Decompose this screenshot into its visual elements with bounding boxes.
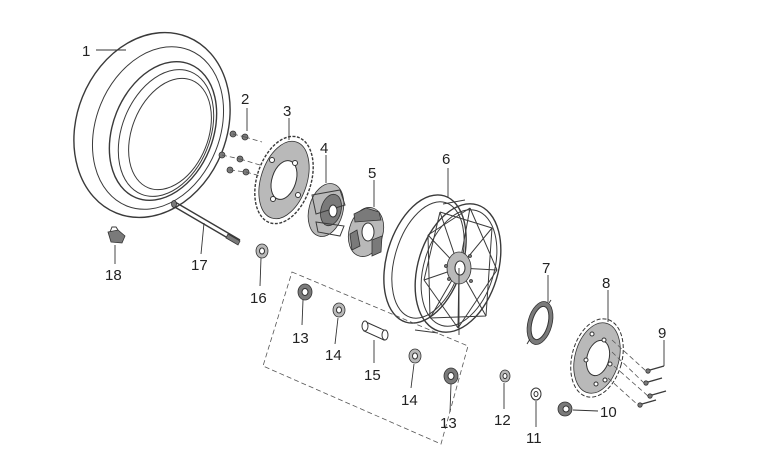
part-axle xyxy=(171,200,241,246)
callout-10: 10 xyxy=(600,404,617,421)
part-bearing-left xyxy=(297,283,313,301)
callout-8: 8 xyxy=(602,275,610,292)
callout-16: 16 xyxy=(250,290,267,307)
part-washer xyxy=(530,387,542,401)
part-seal-left xyxy=(332,302,346,318)
callout-6: 6 xyxy=(442,151,450,168)
part-distance-tube xyxy=(361,320,389,341)
part-cush-drive-damper xyxy=(347,207,385,257)
callout-5: 5 xyxy=(368,165,376,182)
leader-lines xyxy=(96,49,665,427)
callout-7: 7 xyxy=(542,260,550,277)
part-axle-nut xyxy=(557,401,573,417)
part-tire xyxy=(73,31,231,219)
callout-13-right: 13 xyxy=(440,415,457,432)
callout-15: 15 xyxy=(364,367,381,384)
callout-18: 18 xyxy=(105,267,122,284)
callout-3: 3 xyxy=(283,103,291,120)
callout-9: 9 xyxy=(658,325,666,342)
part-collar xyxy=(255,243,269,259)
callout-13-left: 13 xyxy=(292,330,309,347)
part-sprocket-nuts xyxy=(218,130,265,178)
part-disc-bolts xyxy=(607,339,667,408)
part-sprocket xyxy=(254,135,314,225)
callout-labels: 1 2 3 4 5 6 7 8 9 10 11 12 13 13 14 14 1… xyxy=(82,43,666,447)
callout-12: 12 xyxy=(494,412,511,429)
part-bearing-right xyxy=(443,367,459,385)
part-brake-disc xyxy=(570,318,624,398)
callout-17: 17 xyxy=(191,257,208,274)
callout-2: 2 xyxy=(241,91,249,108)
callout-14-left: 14 xyxy=(325,347,342,364)
part-tone-ring xyxy=(526,299,554,345)
part-valve xyxy=(107,226,126,244)
part-sprocket-carrier xyxy=(307,183,346,237)
callout-11: 11 xyxy=(526,430,542,447)
callout-1: 1 xyxy=(82,43,90,60)
part-rim xyxy=(383,194,502,334)
part-spacer-collar xyxy=(499,369,511,383)
part-seal-right xyxy=(408,348,422,364)
callout-14-right: 14 xyxy=(401,392,418,409)
callout-4: 4 xyxy=(320,140,328,157)
bearing-set-outline xyxy=(262,271,469,445)
